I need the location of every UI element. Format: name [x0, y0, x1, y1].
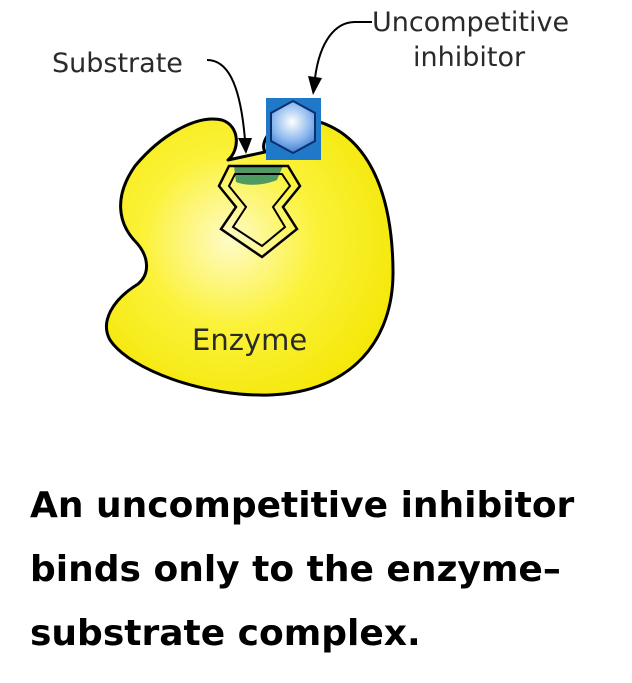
- substrate-label: Substrate: [52, 48, 183, 79]
- enzyme-inhibition-diagram: Substrate Uncompetitive inhibitor Enzyme: [52, 7, 569, 397]
- caption-line-2: binds only to the enzyme–: [30, 549, 561, 590]
- inhibitor-arrowhead: [308, 76, 322, 95]
- inhibitor-arrow-line: [314, 21, 372, 79]
- inhibitor-label-line2: inhibitor: [413, 42, 526, 73]
- inhibitor-label-line1: Uncompetitive: [372, 7, 569, 38]
- active-site-outer-outline: [217, 164, 302, 259]
- inhibitor-hexagon: [270, 99, 316, 155]
- enzyme-body: [105, 116, 395, 397]
- substrate-arrowhead: [238, 138, 252, 154]
- caption-line-1: An uncompetitive inhibitor: [30, 485, 575, 526]
- active-site-inner-outline: [227, 173, 292, 248]
- caption-line-3: substrate complex.: [30, 613, 421, 654]
- diagram-svg: Substrate Uncompetitive inhibitor Enzyme: [52, 7, 569, 397]
- enzyme-label: Enzyme: [192, 323, 307, 357]
- substrate-shape: [234, 166, 283, 185]
- caption: An uncompetitive inhibitor binds only to…: [30, 474, 620, 666]
- substrate-arrow-line: [206, 59, 246, 141]
